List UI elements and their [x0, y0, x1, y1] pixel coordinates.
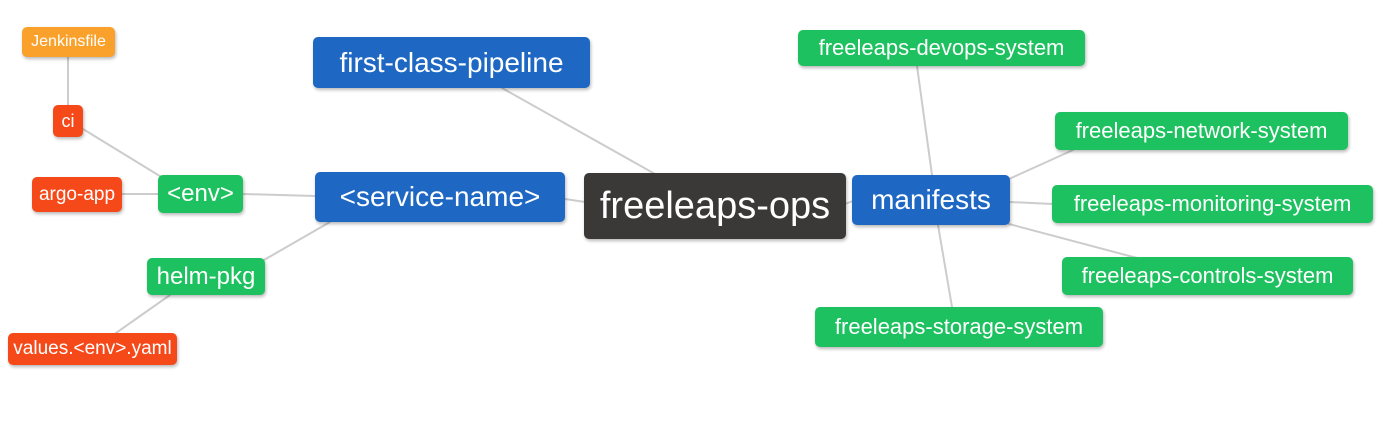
node-freeleaps-ops-root[interactable]: freeleaps-ops	[584, 173, 846, 239]
edge-helm-pkg-values	[115, 294, 171, 334]
node-manifests[interactable]: manifests	[852, 175, 1010, 225]
node-controls-system[interactable]: freeleaps-controls-system	[1062, 257, 1353, 295]
node-values-env-yaml[interactable]: values.<env>.yaml	[8, 333, 177, 365]
node-service-name[interactable]: <service-name>	[315, 172, 565, 222]
node-first-class-pipeline[interactable]: first-class-pipeline	[313, 37, 590, 88]
node-storage-system[interactable]: freeleaps-storage-system	[815, 307, 1103, 347]
node-network-system[interactable]: freeleaps-network-system	[1055, 112, 1348, 150]
node-argo-app[interactable]: argo-app	[32, 177, 122, 212]
node-helm-pkg[interactable]: helm-pkg	[147, 258, 265, 295]
node-monitoring-system[interactable]: freeleaps-monitoring-system	[1052, 185, 1373, 223]
edge-ops-first-class-pipeline	[501, 87, 656, 175]
edge-manifests-monitoring-system	[1009, 201, 1054, 205]
node-devops-system[interactable]: freeleaps-devops-system	[798, 30, 1085, 66]
edge-service-name-env	[242, 193, 316, 197]
node-ci[interactable]: ci	[53, 105, 83, 137]
node-env[interactable]: <env>	[158, 175, 243, 213]
edge-manifests-network-system	[1008, 149, 1074, 180]
edge-ops-manifests	[844, 200, 854, 205]
edge-ops-service-name	[564, 198, 586, 203]
edge-manifests-controls-system	[1008, 223, 1138, 259]
edge-manifests-storage-system	[937, 224, 953, 308]
edge-env-ci	[82, 128, 164, 179]
edge-manifests-devops-system	[916, 65, 933, 176]
edge-service-name-helm-pkg	[263, 221, 331, 261]
node-jenkinsfile[interactable]: Jenkinsfile	[22, 27, 115, 57]
